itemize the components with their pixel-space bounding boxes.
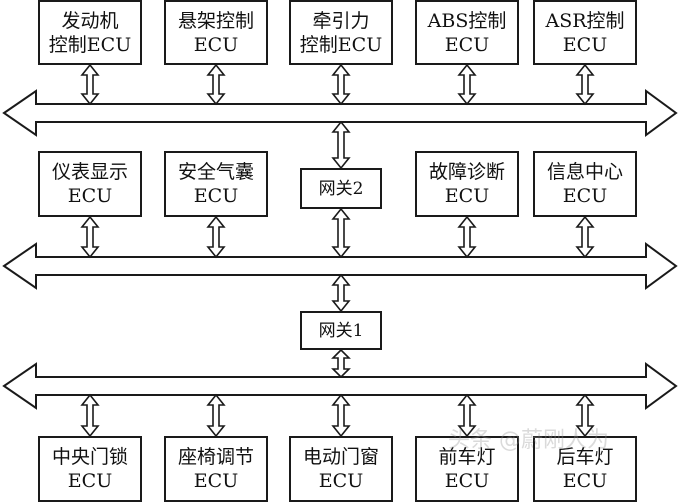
ecu-box-airbag: 安全气囊 ECU	[164, 151, 268, 217]
ecu-label: ECU	[193, 33, 239, 56]
connector-row3-2	[206, 393, 226, 438]
ecu-label: 中央门锁	[51, 446, 128, 468]
connector-row3-5	[575, 393, 595, 438]
ecu-box-diagnosis: 故障诊断 ECU	[415, 151, 519, 217]
ecu-label: ECU	[444, 185, 490, 207]
ecu-label: 安全气囊	[177, 161, 254, 183]
ecu-box-rear-light: 后车灯 ECU	[533, 436, 637, 502]
ecu-label: ECU	[562, 33, 608, 56]
gateway-label: 网关1	[318, 320, 364, 341]
connector-gw1-down	[331, 348, 351, 379]
connector-gw2-down	[331, 207, 351, 259]
ecu-box-engine: 发动机 控制ECU	[38, 0, 142, 65]
ecu-box-asr: ASR控制 ECU	[533, 0, 637, 65]
ecu-label: 后车灯	[556, 446, 614, 468]
ecu-box-traction: 牵引力 控制ECU	[289, 0, 393, 65]
ecu-label: 故障诊断	[428, 161, 505, 183]
ecu-label: 信息中心	[546, 161, 623, 183]
ecu-label: 电动门窗	[302, 446, 379, 468]
ecu-label: ABS控制	[427, 9, 507, 32]
ecu-label: 前车灯	[438, 446, 496, 468]
connector-row2-3	[457, 215, 477, 259]
gateway-label: 网关2	[318, 178, 364, 199]
connector-gw2-up	[331, 120, 351, 170]
connector-row1-4	[457, 63, 477, 106]
connector-row2-1	[80, 215, 100, 259]
ecu-label: ECU	[193, 470, 239, 492]
bus-1	[2, 89, 678, 137]
connector-row1-1	[80, 63, 100, 106]
ecu-label: ECU	[67, 185, 113, 207]
connector-row1-3	[331, 63, 351, 106]
ecu-label: 仪表显示	[51, 161, 128, 183]
ecu-label: ECU	[318, 470, 364, 492]
ecu-label: ECU	[444, 33, 490, 56]
connector-row3-1	[80, 393, 100, 438]
ecu-box-info-center: 信息中心 ECU	[533, 151, 637, 217]
ecu-label: 牵引力	[312, 9, 370, 32]
ecu-box-front-light: 前车灯 ECU	[415, 436, 519, 502]
ecu-box-power-window: 电动门窗 ECU	[289, 436, 393, 502]
connector-row1-5	[575, 63, 595, 106]
connector-gw1-up	[331, 273, 351, 313]
connector-row2-2	[206, 215, 226, 259]
bus-3	[2, 362, 678, 410]
ecu-box-central-lock: 中央门锁 ECU	[38, 436, 142, 502]
ecu-label: ECU	[193, 185, 239, 207]
connector-row3-3	[331, 393, 351, 438]
ecu-label: 发动机	[61, 9, 119, 32]
gateway-2: 网关2	[300, 168, 382, 209]
gateway-1: 网关1	[300, 311, 382, 350]
ecu-box-instrument: 仪表显示 ECU	[38, 151, 142, 217]
connector-row3-4	[457, 393, 477, 438]
connector-row1-2	[206, 63, 226, 106]
ecu-label: ECU	[444, 470, 490, 492]
ecu-label: ECU	[562, 470, 608, 492]
ecu-label: ECU	[67, 470, 113, 492]
ecu-label: 座椅调节	[177, 446, 254, 468]
ecu-box-abs: ABS控制 ECU	[415, 0, 519, 65]
connector-row2-4	[575, 215, 595, 259]
ecu-label: ASR控制	[545, 9, 625, 32]
ecu-box-suspension: 悬架控制 ECU	[164, 0, 268, 65]
ecu-label: 悬架控制	[177, 9, 254, 32]
ecu-label: ECU	[562, 185, 608, 207]
ecu-box-seat: 座椅调节 ECU	[164, 436, 268, 502]
ecu-label: 控制ECU	[299, 33, 383, 56]
ecu-label: 控制ECU	[48, 33, 132, 56]
bus-2	[2, 242, 678, 290]
